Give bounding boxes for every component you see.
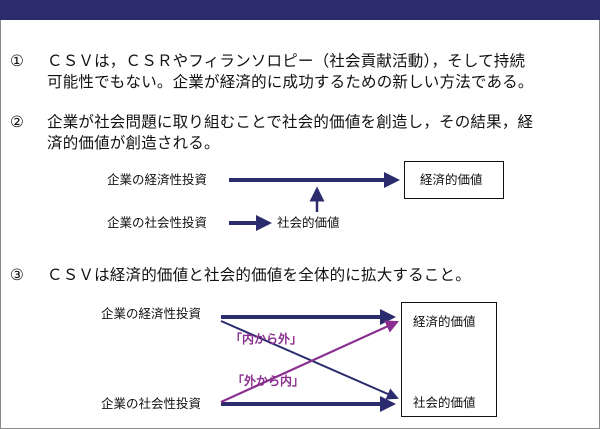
inside-out-tag: 「内から外」 xyxy=(230,332,303,346)
d2-economic-investment-label: 企業の経済性投資 xyxy=(101,306,202,321)
d1-social-investment-label: 企業の社会性投資 xyxy=(107,215,208,230)
d2-value-box: 経済的価値 社会的価値 xyxy=(401,302,497,417)
d1-economic-value-label: 経済的価値 xyxy=(420,172,483,187)
point-1-number: ① xyxy=(10,52,25,70)
point-3: ③ ＣＳＶは経済的価値と社会的価値を全体的に拡大すること。 xyxy=(10,264,590,286)
d2-social-investment-label: 企業の社会性投資 xyxy=(101,396,202,411)
point-1-line-2: 可能性でもない。企業が経済的に成功するための新しい方法である。 xyxy=(47,73,534,91)
point-2-line-2: 済的価値が創造される。 xyxy=(47,134,220,152)
d1-economic-value-box: 経済的価値 xyxy=(404,161,504,199)
point-2-number: ② xyxy=(10,113,25,131)
point-1-line-1: ＣＳＶは，ＣＳＲやフィランソロピー（社会貢献活動），そして持続 xyxy=(47,52,526,70)
point-3-number: ③ xyxy=(10,266,25,284)
d2-social-value-label: 社会的価値 xyxy=(413,395,476,410)
point-3-line-1: ＣＳＶは経済的価値と社会的価値を全体的に拡大すること。 xyxy=(47,266,471,284)
d1-social-value-label: 社会的価値 xyxy=(277,215,340,230)
d2-economic-to-social-cross-arrow xyxy=(220,320,399,400)
d2-social-to-economic-cross-arrow xyxy=(220,320,400,404)
d2-economic-value-label: 経済的価値 xyxy=(413,314,476,329)
header-bar xyxy=(0,0,600,20)
outside-in-tag: 「外から内」 xyxy=(232,374,305,388)
point-1: ① ＣＳＶは，ＣＳＲやフィランソロピー（社会貢献活動），そして持続 可能性でもな… xyxy=(10,50,590,94)
point-2: ② 企業が社会問題に取り組むことで社会的価値を創造し，その結果，経 済的価値が創… xyxy=(10,111,590,155)
point-2-line-1: 企業が社会問題に取り組むことで社会的価値を創造し，その結果，経 xyxy=(47,113,534,131)
d1-economic-investment-label: 企業の経済性投資 xyxy=(107,172,208,187)
